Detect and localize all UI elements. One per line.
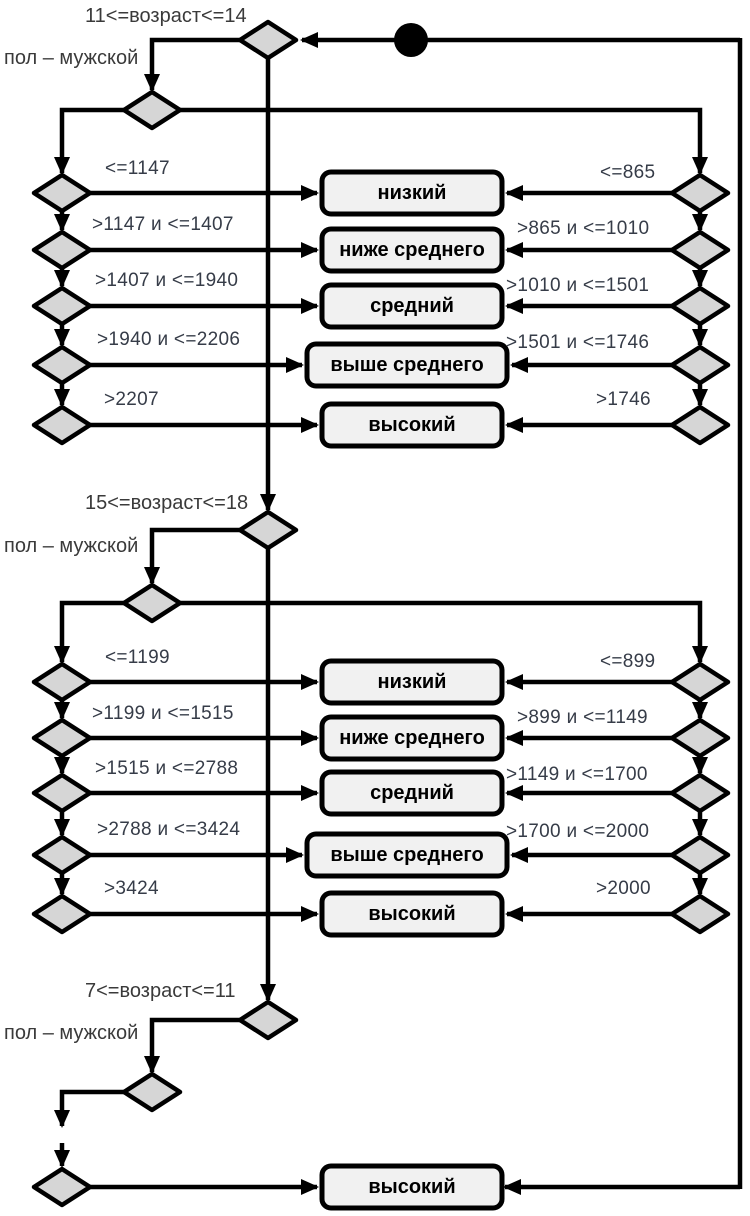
threshold-label: >2788 и <=3424: [97, 819, 241, 840]
female1-decision-diamond-2: [669, 229, 731, 271]
male1-decision-diamond-2: [31, 229, 93, 271]
threshold-label: <=1147: [105, 158, 170, 179]
male1-decision-diamond-3: [31, 285, 93, 327]
category-box-s2-avg: [319, 769, 505, 817]
threshold-label: >1199 и <=1515: [92, 703, 234, 724]
female2-decision-diamond-1: [669, 661, 731, 703]
connector-lines-global: [300, 32, 743, 1195]
age3-decision-diamond: [237, 999, 299, 1041]
category-box-s1-avg: [319, 282, 505, 330]
category-box-label: низкий: [377, 182, 447, 204]
gender-condition-label: пол – мужской: [4, 47, 139, 69]
category-box-s1-low: [319, 169, 505, 217]
threshold-label: >1700 и <=2000: [506, 821, 650, 842]
male2-decision-diamond-3: [31, 772, 93, 814]
threshold-label: >1147 и <=1407: [92, 214, 234, 235]
gender-condition-label: пол – мужской: [4, 1022, 139, 1044]
age-condition-label: 11<=возраст<=14: [85, 5, 247, 27]
category-box-label: выше среднего: [330, 354, 484, 376]
category-box-s2-below-avg: [319, 714, 505, 762]
threshold-label: >2000: [596, 878, 651, 899]
category-box-label: высокий: [368, 1176, 456, 1198]
female1-decision-diamond-1: [669, 172, 731, 214]
threshold-label: >1746: [596, 389, 651, 410]
age-condition-label: 7<=возраст<=11: [85, 980, 236, 1002]
male1-decision-diamond-4: [31, 344, 93, 386]
male1-decision-diamond-5: [31, 404, 93, 446]
threshold-label: >1149 и <=1700: [506, 764, 648, 785]
threshold-label: >1515 и <=2788: [95, 758, 239, 779]
connector-lines-section2: [54, 527, 708, 1002]
category-box-s2-high: [319, 890, 505, 938]
female2-decision-diamond-5: [669, 893, 731, 935]
category-box-s1-above-avg: [304, 341, 510, 389]
category-box-label: низкий: [377, 671, 447, 693]
category-box-s1-high: [319, 401, 505, 449]
male2-decision-diamond-5: [31, 893, 93, 935]
category-box-s2-low: [319, 658, 505, 706]
female2-decision-diamond-3: [669, 772, 731, 814]
category-box-label: высокий: [368, 414, 456, 436]
gender1-decision-diamond: [121, 89, 183, 131]
male2-decision-diamond-4: [31, 834, 93, 876]
female2-decision-diamond-4: [669, 834, 731, 876]
gender3-decision-diamond: [121, 1071, 183, 1113]
category-box-label: средний: [370, 295, 454, 317]
threshold-label: >3424: [104, 878, 159, 899]
connector-lines-section1: [54, 37, 708, 512]
age-condition-label: 15<=возраст<=18: [85, 492, 249, 514]
gender2-decision-diamond: [121, 582, 183, 624]
threshold-label: <=1199: [105, 647, 170, 668]
male2-decision-diamond-1: [31, 661, 93, 703]
female1-decision-diamond-5: [669, 404, 731, 446]
threshold-label: >1940 и <=2206: [97, 329, 241, 350]
connector-lines-section3: [54, 1017, 319, 1195]
threshold-label: <=865: [600, 162, 656, 183]
female1-decision-diamond-4: [669, 344, 731, 386]
category-box-s2-above-avg: [304, 831, 510, 879]
category-boxes: [304, 169, 510, 1211]
female1-decision-diamond-3: [669, 285, 731, 327]
category-box-s3-high: [319, 1163, 505, 1211]
threshold-label: >1407 и <=1940: [95, 270, 239, 291]
threshold-label: >1501 и <=1746: [506, 332, 650, 353]
female2-decision-diamond-2: [669, 717, 731, 759]
threshold-label: >1010 и <=1501: [506, 275, 650, 296]
male1-decision-diamond-1: [31, 172, 93, 214]
threshold-label: <=899: [600, 651, 656, 672]
threshold-label: >899 и <=1149: [517, 707, 648, 728]
age2-decision-diamond: [237, 509, 299, 551]
threshold-label: >865 и <=1010: [517, 218, 650, 239]
start-node: [394, 23, 428, 57]
male2-decision-diamond-2: [31, 717, 93, 759]
category-box-label: ниже среднего: [339, 727, 485, 749]
category-box-label: средний: [370, 782, 454, 804]
category-box-label: высокий: [368, 903, 456, 925]
category-box-label: ниже среднего: [339, 239, 485, 261]
threshold-label: >2207: [104, 389, 159, 410]
category-box-s1-below-avg: [319, 226, 505, 274]
gender-condition-label: пол – мужской: [4, 535, 139, 557]
category-box-label: выше среднего: [330, 844, 484, 866]
age1-decision-diamond: [237, 19, 299, 61]
decision-diamonds: [31, 19, 731, 1208]
male3-decision-diamond-1: [31, 1166, 93, 1208]
